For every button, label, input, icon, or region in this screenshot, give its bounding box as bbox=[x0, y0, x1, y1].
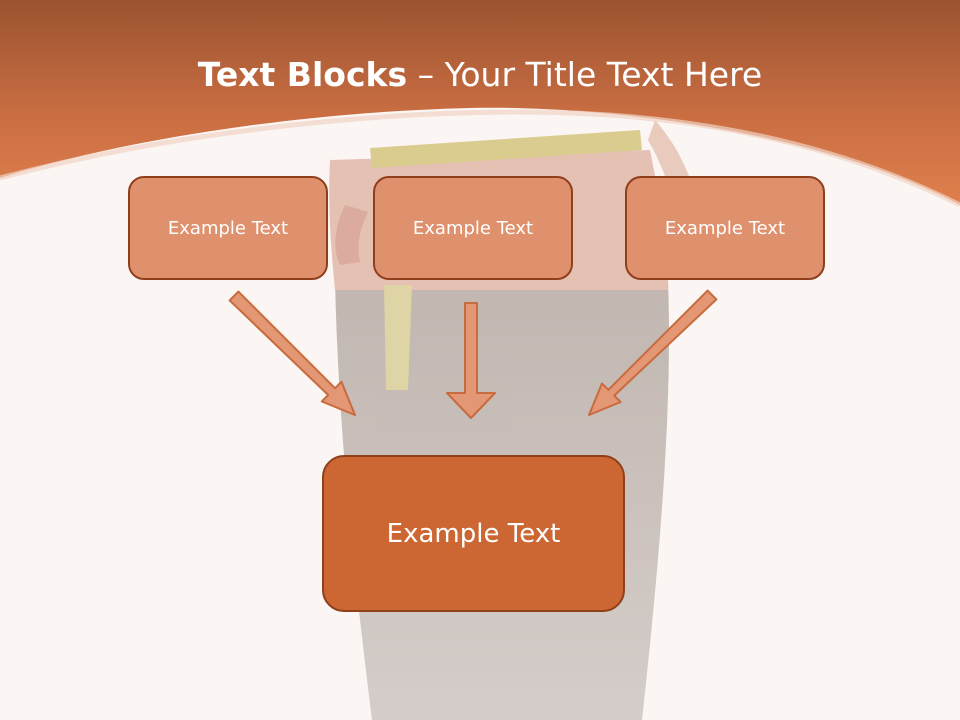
text-block-2-label: Example Text bbox=[412, 217, 534, 239]
arrow-right-diagonal bbox=[588, 289, 718, 416]
title-rest: Your Title Text Here bbox=[444, 55, 763, 94]
header-band bbox=[0, 0, 960, 205]
title-bold: Text Blocks bbox=[197, 55, 408, 94]
title-dash: – bbox=[417, 55, 435, 94]
slide-title: Text Blocks – Your Title Text Here bbox=[0, 52, 960, 98]
result-block: Example Text bbox=[322, 455, 625, 612]
text-block-1: Example Text bbox=[128, 176, 328, 280]
text-block-2: Example Text bbox=[373, 176, 573, 280]
text-block-3-label: Example Text bbox=[664, 217, 786, 239]
text-block-3: Example Text bbox=[625, 176, 825, 280]
arrow-left-diagonal bbox=[228, 290, 356, 416]
result-block-label: Example Text bbox=[386, 518, 561, 549]
text-block-1-label: Example Text bbox=[167, 217, 289, 239]
arrow-center-down bbox=[446, 302, 496, 419]
